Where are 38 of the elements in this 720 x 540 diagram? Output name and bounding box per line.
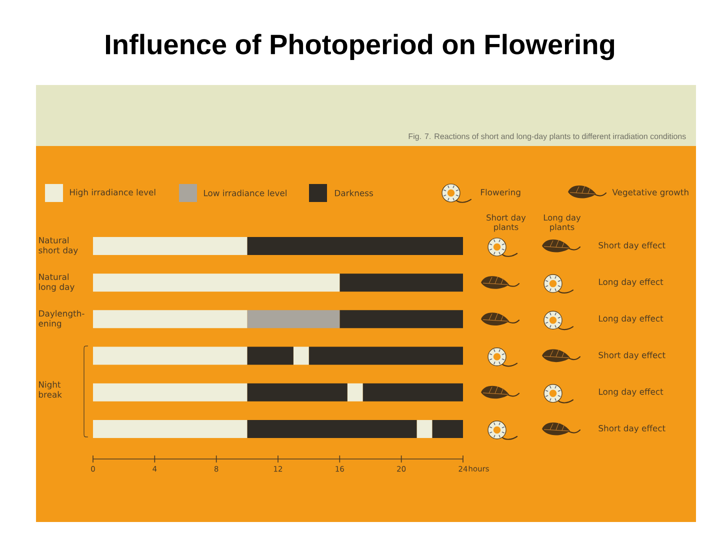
bar (308, 346, 463, 365)
bar (93, 420, 248, 438)
effect-label: Short day effect (598, 242, 666, 250)
effect-label: Short day effect (598, 424, 666, 434)
bar (247, 383, 348, 402)
bar (93, 310, 248, 328)
bar (247, 346, 294, 365)
effect-label: Long day effect (599, 388, 664, 396)
legend-label: Vegetative growth (612, 188, 688, 198)
bar (432, 420, 463, 438)
column-heading: Short day plants (486, 214, 526, 232)
row-label: Night break (38, 381, 62, 398)
effect-label: Long day effect (599, 315, 664, 324)
bar (362, 383, 463, 402)
bar (347, 383, 363, 402)
y-tick-label: Daylength- ening (38, 310, 84, 328)
bar (93, 236, 248, 255)
effect-label: Long day effect (599, 278, 664, 287)
bar (93, 274, 340, 292)
figure-caption: Fig. 7. Reactions of short and long-day plants to different irradiation conditions (408, 133, 686, 141)
column-heading: Long day plants (544, 214, 581, 232)
bar (247, 420, 417, 438)
y-tick-label: Natural short day (38, 236, 78, 256)
legend-label: Low irradiance level (204, 190, 286, 196)
bar (247, 310, 340, 328)
legend-label: Flowering (481, 188, 520, 198)
bar (340, 274, 463, 292)
legend-label: High irradiance level (70, 188, 156, 198)
bar (340, 310, 463, 328)
bar (93, 383, 248, 402)
bar (293, 346, 309, 365)
bar (93, 346, 248, 365)
title: Influence of Photoperiod on Flowering (106, 34, 614, 60)
legend-label: Darkness (335, 190, 373, 196)
bar (416, 420, 432, 438)
effect-label: Short day effect (598, 352, 666, 360)
bar (247, 236, 463, 255)
y-tick-label: Natural long day (39, 274, 74, 292)
